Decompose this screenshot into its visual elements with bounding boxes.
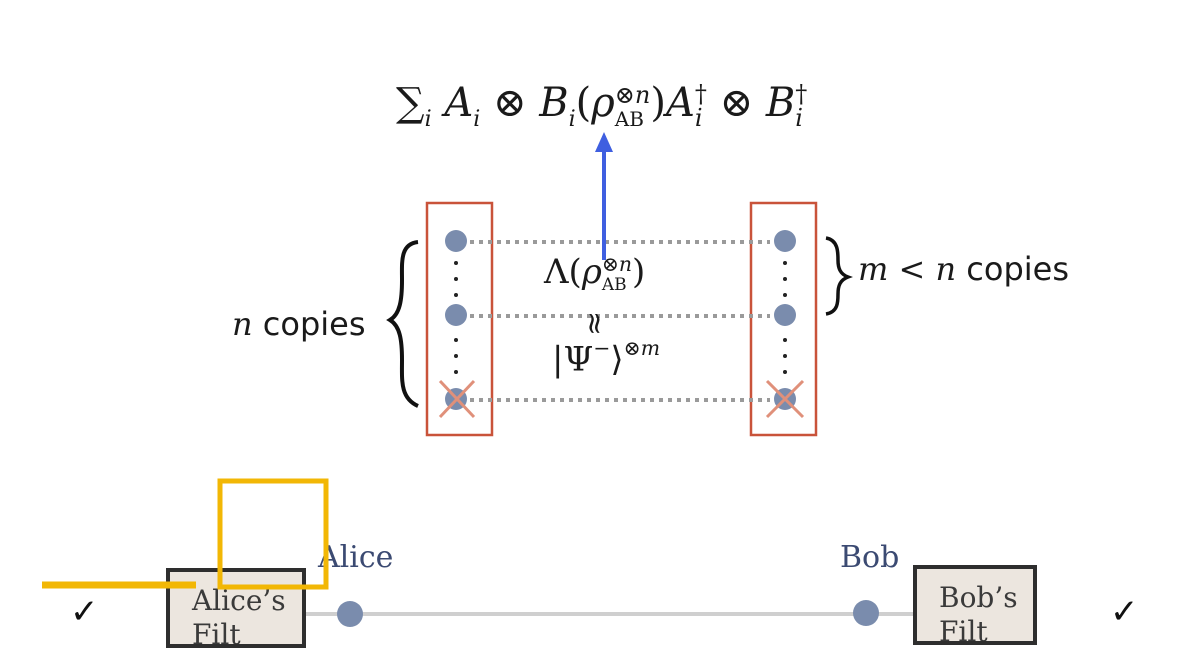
m-copies-text: copies <box>966 250 1070 288</box>
m-variable: m <box>858 250 889 288</box>
bob-ellipsis-upper <box>783 261 787 297</box>
m-copies-brace <box>825 236 853 316</box>
alice-node <box>337 601 363 627</box>
dagger-a: † <box>694 80 707 108</box>
operator-a: A <box>444 80 474 126</box>
rho-subscript: AB <box>614 107 644 131</box>
n-copies-brace <box>386 240 419 408</box>
alice-ellipsis-upper <box>454 261 458 297</box>
approx-symbol: ≈ <box>577 310 613 337</box>
n-variable-2: n <box>935 250 957 288</box>
right-check-icon: ✓ <box>1110 592 1139 632</box>
dagger-a-index: i <box>694 104 703 132</box>
alice-discard-cross-icon <box>438 379 476 419</box>
bob-copies-box <box>749 201 818 437</box>
psi-minus: − <box>593 336 611 360</box>
n-copies-label: n copies <box>232 305 366 343</box>
dagger-b: † <box>795 80 808 108</box>
rho-symbol: ρ <box>591 80 615 126</box>
alice-qubit-1 <box>445 230 467 252</box>
lambda-symbol: Λ( <box>544 252 582 292</box>
singlet-state-formula: |Ψ−⟩⊗m <box>552 336 660 379</box>
n-variable: n <box>232 305 253 343</box>
alice-copies-box <box>425 201 494 437</box>
operator-b-dagger: B <box>765 80 796 126</box>
rho-superscript: ⊗n <box>614 81 651 109</box>
operator-b: B <box>539 80 569 126</box>
psi-ket-open: |Ψ <box>552 339 594 380</box>
bob-label: Bob <box>840 540 900 575</box>
bob-node <box>853 600 879 626</box>
operator-a-dagger: A <box>665 80 695 126</box>
a-dagger-scripts: †i <box>695 82 707 130</box>
bob-filter-box: Bob’s Filt <box>913 565 1037 645</box>
psi-ket-close: ⟩ <box>610 339 624 380</box>
n-copies-text: copies <box>262 305 366 343</box>
lambda-close-paren: ) <box>632 252 646 292</box>
m-copies-label: m < n copies <box>858 250 1069 288</box>
alice-qubit-2 <box>445 304 467 326</box>
open-paren: ( <box>575 80 592 126</box>
map-arrow-head-icon <box>595 132 613 152</box>
diagram-canvas <box>306 132 913 627</box>
sum-symbol: ∑ <box>396 80 425 126</box>
bob-discard-cross-icon <box>765 379 805 419</box>
tensor-symbol-2: ⊗ <box>719 80 754 126</box>
lambda-rho: ρ <box>581 252 602 292</box>
left-check-icon: ✓ <box>70 592 99 632</box>
lambda-rho-superscript: ⊗n <box>601 252 633 277</box>
sum-index: i <box>424 106 432 132</box>
bob-ellipsis-lower <box>783 338 787 374</box>
less-than-symbol: < <box>898 250 926 288</box>
lambda-rho-subscript: AB <box>601 274 627 295</box>
dagger-b-index: i <box>795 104 803 132</box>
tensor-symbol: ⊗ <box>492 80 527 126</box>
operator-b-index: i <box>568 106 576 132</box>
alice-label: Alice <box>318 540 394 575</box>
alice-filter-box: Alice’s Filt <box>166 568 306 648</box>
bob-filter-label: Bob’s Filt <box>939 581 1018 645</box>
alice-filter-label: Alice’s Filt <box>192 584 286 648</box>
b-dagger-scripts: †i <box>795 82 807 130</box>
operator-a-index: i <box>473 106 481 132</box>
psi-superscript: ⊗m <box>623 336 661 360</box>
alice-ellipsis-lower <box>454 338 458 374</box>
bob-qubit-1 <box>774 230 796 252</box>
close-paren: ) <box>650 80 666 126</box>
bob-qubit-2 <box>774 304 796 326</box>
